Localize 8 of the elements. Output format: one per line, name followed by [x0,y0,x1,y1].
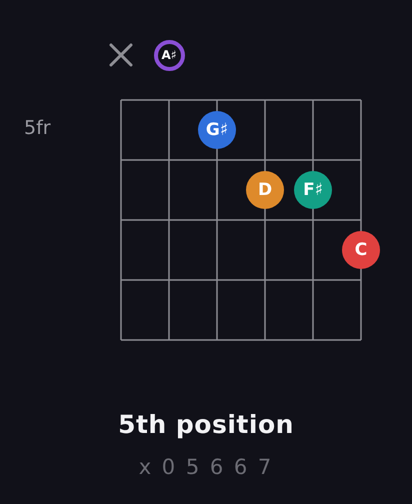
fret-number-label: 5fr [24,117,51,139]
chord-title: 5th position [117,410,295,439]
note-dot: F♯ [294,171,332,209]
note-dot: G♯ [198,111,236,149]
note-dot: D [246,171,284,209]
note-dot: C [342,231,380,269]
fingering-label: x 0 5 6 6 7 [138,455,274,479]
open-string-ring: A♯ [154,40,184,70]
